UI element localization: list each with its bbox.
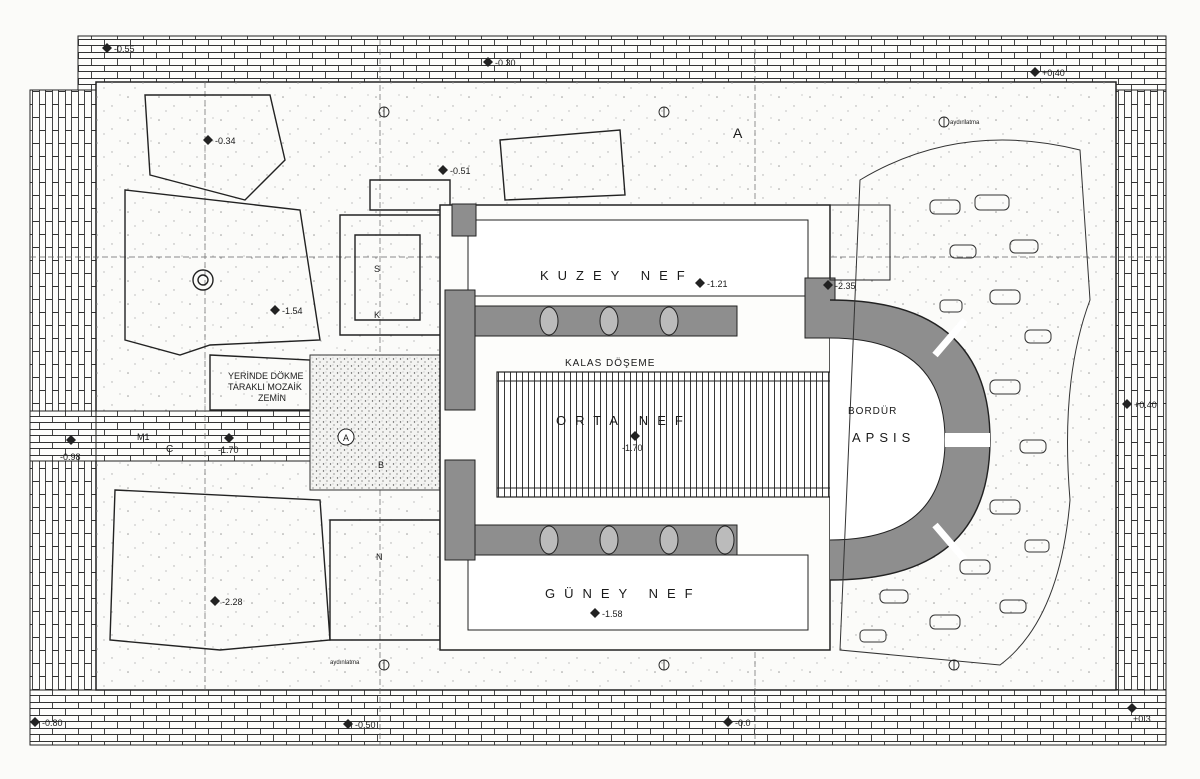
scattered-stones	[839, 139, 1091, 666]
label-room-m1: M1	[137, 432, 150, 442]
label-room-s: S	[374, 264, 380, 274]
label-mosaic-line-1: YERİNDE DÖKME	[228, 371, 304, 381]
svg-text:-0.55: -0.55	[114, 44, 135, 54]
label-guney-nef: GÜNEY NEF	[545, 586, 702, 601]
svg-text:-0.0: -0.0	[735, 718, 751, 728]
elevation-marker: -0.51	[438, 165, 471, 176]
west-rooms	[109, 94, 626, 651]
svg-text:-1.54: -1.54	[282, 306, 303, 316]
elevation-marker: -0.30	[483, 57, 516, 68]
label-room-c: C	[166, 444, 174, 455]
label-kalas-doseme: KALAS DÖŞEME	[565, 357, 655, 369]
elevation-marker: -0.50	[343, 719, 376, 730]
elevation-marker: -1.70	[218, 433, 239, 455]
svg-text:-2.35: -2.35	[835, 281, 856, 291]
elevation-marker: -0.98	[60, 435, 81, 462]
label-kuzey-nef: KUZEY NEF	[540, 268, 694, 283]
basilica	[439, 203, 991, 651]
mosaic-marker	[337, 428, 355, 446]
label-mosaic-line-3: ZEMİN	[258, 393, 286, 403]
elevation-marker: +0.40	[1122, 399, 1157, 410]
label-aydinlatma-top: aydınlatma	[950, 120, 980, 126]
label-apsis: APSIS	[852, 430, 915, 445]
elevation-marker: -0.80	[30, 717, 63, 728]
elevation-marker: -2.35	[823, 280, 856, 291]
elevation-marker: -0.55	[102, 43, 135, 54]
svg-text:-0.50: -0.50	[355, 720, 376, 730]
elevation-markers: -0.55 -0.30 +0.40 -0.34 -0.51 -1.21 -2.3…	[30, 43, 1157, 730]
mosaic-floor	[309, 354, 441, 491]
label-orta-nef: ORTA NEF	[556, 413, 692, 428]
plank-floor	[496, 371, 831, 498]
elevation-marker: -1.70	[622, 431, 643, 453]
svg-text:-1.70: -1.70	[218, 445, 239, 455]
label-area-a: A	[733, 125, 743, 141]
label-circle-a: A	[343, 433, 349, 443]
light-fixture-symbols	[378, 106, 960, 671]
svg-text:-1.21: -1.21	[707, 279, 728, 289]
elevation-marker: -0.0	[723, 717, 751, 728]
label-aydinlatma-bottom: aydınlatma	[330, 660, 360, 666]
svg-text:-0.34: -0.34	[215, 136, 236, 146]
elevation-marker: +0.40	[1030, 67, 1065, 78]
label-room-n: N	[376, 552, 383, 562]
svg-text:-2.28: -2.28	[222, 597, 243, 607]
elevation-marker: -1.21	[695, 278, 728, 289]
label-mosaic-line-2: TARAKLI MOZAİK	[228, 382, 302, 392]
elevation-marker: -1.54	[270, 305, 303, 316]
elevation-marker: -0.34	[203, 135, 236, 146]
svg-text:-0.80: -0.80	[42, 718, 63, 728]
label-room-k: K	[374, 310, 380, 320]
svg-text:-0.51: -0.51	[450, 166, 471, 176]
svg-text:-0.98: -0.98	[60, 452, 81, 462]
svg-text:-1.70: -1.70	[622, 443, 643, 453]
elevation-marker: -1.58	[590, 608, 623, 619]
elevation-marker: +0.3	[1127, 703, 1151, 724]
elevation-marker: -2.28	[210, 596, 243, 607]
svg-text:+0.40: +0.40	[1042, 68, 1065, 78]
svg-text:+0.3: +0.3	[1133, 714, 1151, 724]
label-bordur: BORDÜR	[848, 405, 897, 417]
svg-text:-0.30: -0.30	[495, 58, 516, 68]
svg-text:+0.40: +0.40	[1134, 400, 1157, 410]
label-room-b: B	[378, 460, 384, 470]
svg-text:-1.58: -1.58	[602, 609, 623, 619]
